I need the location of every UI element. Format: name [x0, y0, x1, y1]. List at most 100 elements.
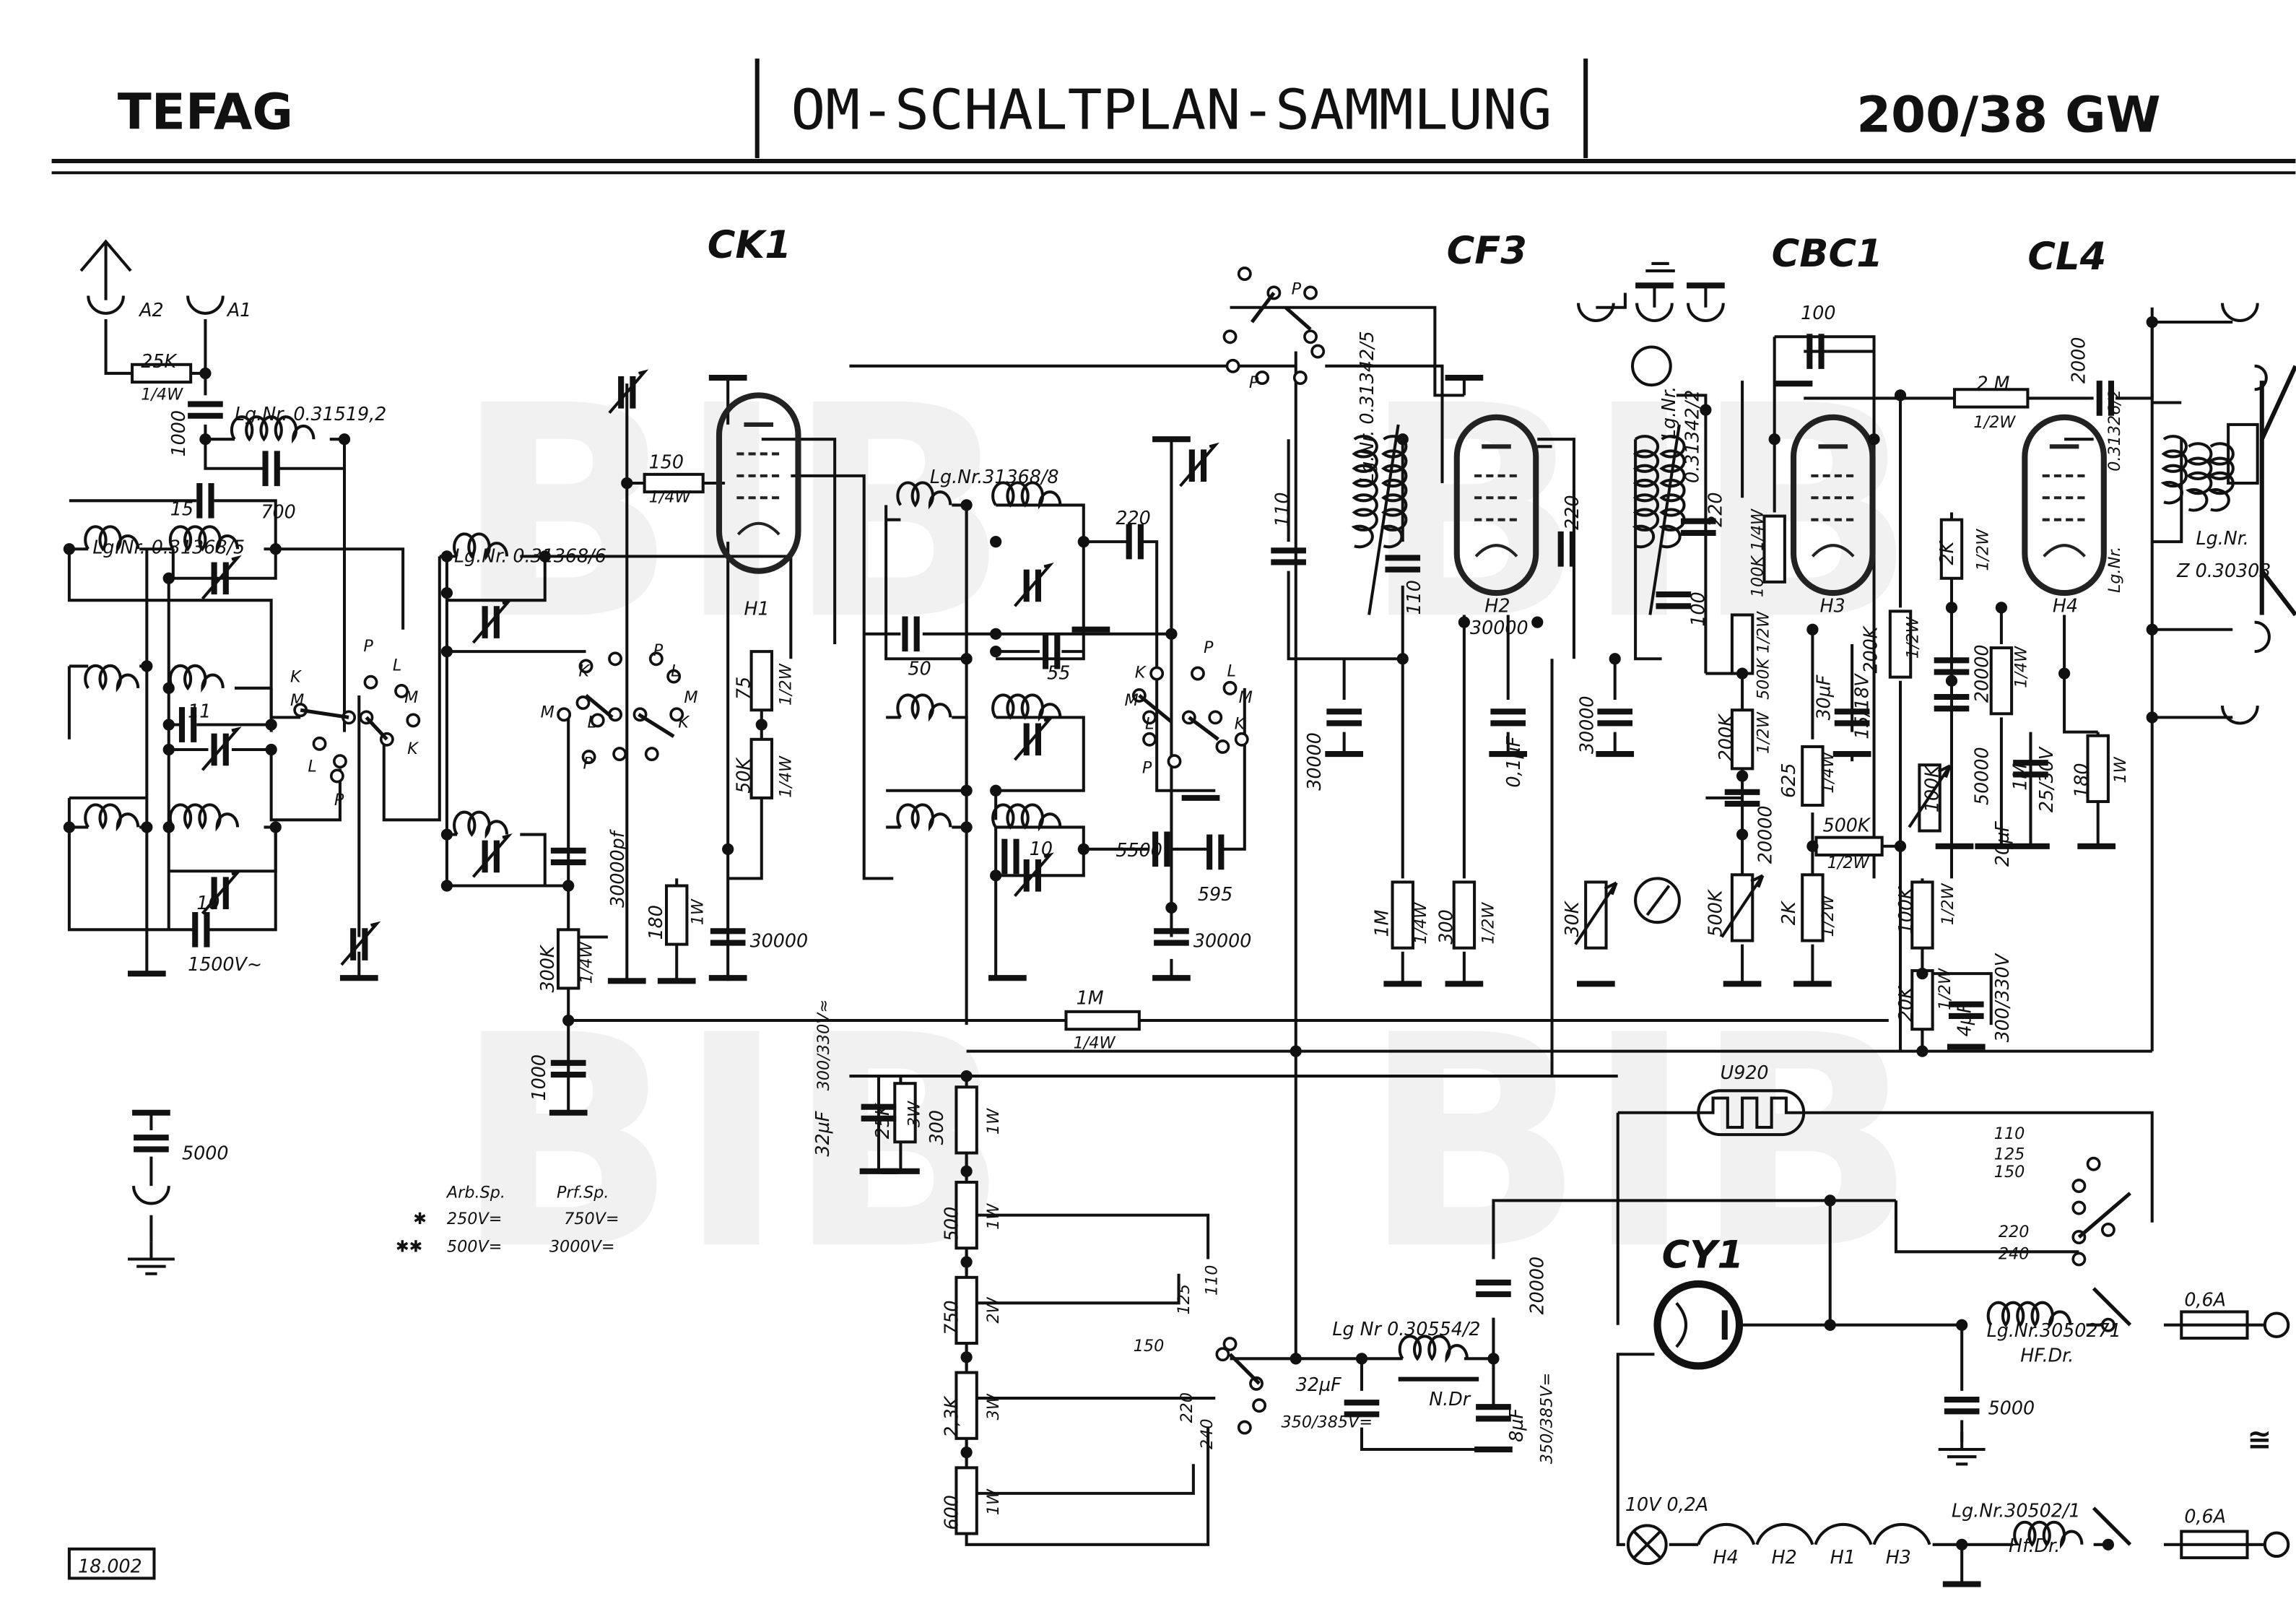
tuning-arrow	[1648, 424, 1681, 615]
switch-blade	[2092, 1506, 2132, 1546]
junction-dot	[1894, 389, 1907, 402]
switch-position-label: M	[290, 691, 304, 710]
switch-terminal	[312, 736, 327, 751]
switch-terminal	[666, 669, 682, 684]
component-value: 32µF	[1296, 1374, 1341, 1395]
voltage-legend: 5000 Arb.Sp. Prf.Sp. ✱ 250V= 750V= ✱✱ 50…	[182, 1142, 619, 1257]
socket-terminal	[1635, 303, 1674, 322]
resistor	[1730, 708, 1754, 771]
component-value: 20µF	[1991, 821, 2013, 867]
component-rating: 1/4W	[649, 487, 692, 506]
junction-dot	[1531, 616, 1544, 628]
resistor	[643, 472, 705, 494]
component-value: 220	[1116, 507, 1150, 529]
switch-terminal	[2100, 1317, 2115, 1332]
socket-terminal	[2221, 303, 2259, 322]
wire	[104, 318, 133, 375]
wire	[1596, 292, 1627, 309]
heater-label: H3	[1886, 1546, 1911, 1568]
component-value: 20000	[1971, 645, 1993, 703]
fuse-rating: 0,6A	[2184, 1505, 2226, 1527]
waveband-switch-1-labels: K M L P P L M K	[290, 637, 419, 810]
wire	[204, 439, 264, 470]
switch-terminal	[612, 747, 627, 761]
switch-terminal	[608, 651, 622, 667]
component-rating: 1/4W	[2012, 646, 2030, 688]
socket-terminal	[186, 295, 225, 315]
switch-blade	[1228, 1353, 1261, 1385]
resistor	[955, 1466, 978, 1535]
junction-dot	[621, 477, 633, 490]
transformer-part-number: 0.31326/2	[2105, 389, 2124, 472]
switch-terminal	[2071, 1179, 2087, 1194]
wire	[208, 827, 277, 932]
transformer-winding	[2207, 442, 2235, 512]
junction-dot	[1700, 404, 1712, 416]
resistor	[893, 1082, 917, 1144]
switch-terminal	[648, 651, 664, 667]
component-value: 500K	[1705, 888, 1726, 937]
component-rating: 1/4W	[776, 755, 795, 798]
page-title: OM-SCHALTPLAN-SAMMLUNG	[791, 77, 1552, 142]
switch-position-label: P	[1142, 758, 1152, 777]
resistor	[955, 1181, 978, 1250]
antenna-a1-label: A1	[226, 299, 251, 321]
component-value: 500K	[1823, 815, 1871, 836]
inductor-coil	[991, 803, 1062, 832]
switch-blade	[300, 708, 349, 719]
voltage-tap-label: 125	[1994, 1145, 2025, 1164]
component-value: 700	[261, 501, 295, 523]
junction-dot	[2146, 623, 2158, 636]
switch-position-label: P	[334, 791, 344, 810]
switch-terminal	[1249, 1376, 1264, 1391]
watermark-text: BIB	[1362, 973, 1917, 1314]
potentiometer-wiper	[1908, 764, 1952, 828]
component-rating: 1/4W	[1074, 1034, 1116, 1053]
component-value: 30000	[1303, 732, 1325, 791]
resistor	[1814, 836, 1884, 856]
junction-dot	[269, 543, 282, 555]
tube-name-cf3: CF3	[1447, 229, 1527, 273]
resistor	[955, 1085, 978, 1155]
switch-terminal	[1215, 1347, 1230, 1362]
inductor-coil	[84, 664, 140, 693]
switch-position-label: P	[583, 754, 593, 773]
voltage-tap-label: 240	[1198, 1418, 1217, 1449]
coil-part-number: Lg.Nr.31368/8	[930, 466, 1059, 487]
socket-terminal	[1576, 303, 1615, 322]
switch-terminal	[332, 754, 347, 769]
junction-dot	[199, 367, 212, 380]
component-rating: 1/4W	[141, 385, 183, 404]
wire	[966, 1273, 1180, 1305]
switch-terminal	[329, 768, 344, 784]
component-value: 55	[1047, 662, 1070, 684]
component-value: 300	[926, 1110, 947, 1145]
junction-dot	[1824, 1194, 1836, 1207]
voltage-tap-label: 220	[1999, 1223, 2030, 1241]
junction-dot	[1945, 602, 1958, 614]
switch-position-label: M	[684, 688, 697, 707]
resistor	[749, 737, 774, 799]
component-value: 20000	[1754, 806, 1776, 864]
switch-position-label: K	[1235, 715, 1247, 734]
heater-label: H4	[1713, 1546, 1739, 1568]
trimmer-arrow	[471, 833, 513, 878]
speaker-terminal	[2254, 364, 2271, 654]
wire	[966, 1213, 1210, 1259]
component-value: 30000	[1575, 695, 1597, 754]
switch-position-label: M	[541, 703, 555, 721]
socket-terminal	[132, 1186, 170, 1205]
component-value: 20K	[1895, 985, 1916, 1022]
power-supply-labels: 1M 1/4W 32µF 300/330V≈ 25K 3W 300 1W 500…	[812, 987, 1556, 1530]
inductor-coil	[168, 525, 240, 554]
wire	[329, 438, 347, 732]
junction-dot	[960, 1446, 973, 1459]
legend-value: 250V=	[447, 1210, 502, 1228]
wire	[2115, 322, 2154, 400]
component-value: 50	[908, 658, 931, 680]
mains-section-labels: 110 125 150 220 240 Lg.Nr.3050271 HF.Dr.…	[1625, 1124, 2272, 1568]
resistor	[1910, 880, 1934, 950]
component-value: 25K	[871, 1102, 893, 1139]
tube-name-cbc1: CBC1	[1772, 232, 1883, 276]
sheet-number: 18.002	[78, 1555, 142, 1577]
